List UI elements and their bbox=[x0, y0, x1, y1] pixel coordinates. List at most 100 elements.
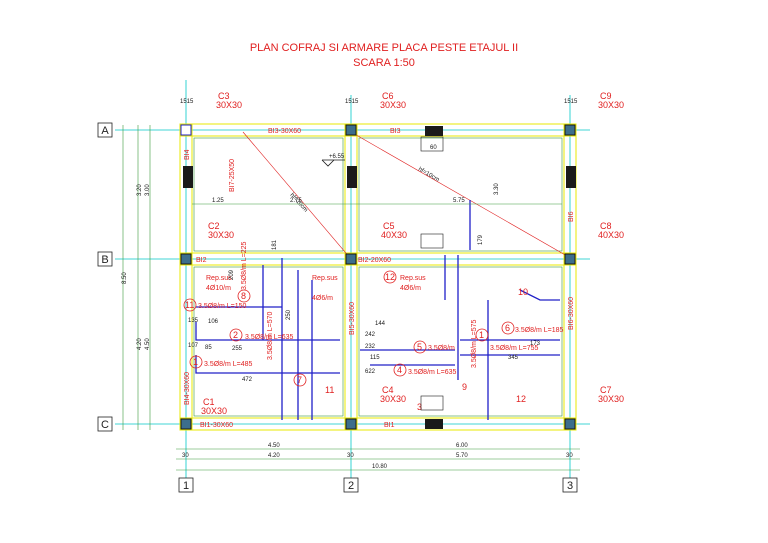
rebar-9-label: 3.5Ø8/m L=575 bbox=[471, 319, 478, 368]
rep3-value: 4Ø6/m bbox=[312, 295, 333, 302]
beam-v2-mid: BI5-30X60 bbox=[349, 302, 356, 335]
rep2-value: 4Ø6/m bbox=[400, 285, 421, 292]
rebar-10-num: 10 bbox=[518, 287, 528, 297]
axis-a-label: A bbox=[101, 125, 109, 137]
rebar-1-label: 3.5Ø8/m L=485 bbox=[204, 361, 253, 368]
dim-top-h3: 1515 bbox=[564, 99, 578, 105]
opening-outline bbox=[420, 136, 444, 411]
len-472: 472 bbox=[242, 377, 253, 383]
len-144: 144 bbox=[375, 321, 386, 327]
len-107: 107 bbox=[188, 343, 199, 349]
rebar-2-label: 3.5Ø8/m L=635 bbox=[245, 334, 294, 341]
column-c7-name: C7 bbox=[600, 385, 612, 395]
rebar-3-num: 3 bbox=[417, 402, 422, 412]
rep1-title: Rep.sus bbox=[206, 275, 232, 282]
dim-top-d2: 2.75 bbox=[290, 198, 302, 204]
rep3-title: Rep.sus bbox=[312, 275, 338, 282]
rebar-12b-num: 12 bbox=[516, 394, 526, 404]
rebar-4-label: 3.5Ø8/m L=635 bbox=[408, 369, 457, 376]
len-345: 345 bbox=[508, 355, 519, 361]
column-c2-name: C2 bbox=[208, 221, 220, 231]
len-60: 60 bbox=[430, 145, 437, 151]
axis-1-label: 1 bbox=[183, 480, 189, 492]
beam-c-left: BI1-30X60 bbox=[200, 422, 233, 429]
column-c8-size: 40X30 bbox=[598, 230, 624, 240]
beam-v1-bot: BI4-30X60 bbox=[184, 372, 191, 405]
column-c2-size: 30X30 bbox=[208, 230, 234, 240]
rep1-value: 4Ø10/m bbox=[206, 285, 231, 292]
rebar-4-num: 4 bbox=[397, 365, 402, 375]
dim-c3: 30 bbox=[566, 453, 573, 459]
beam-v3-bot: BI6-30X60 bbox=[568, 297, 575, 330]
len-106: 106 bbox=[208, 319, 219, 325]
beam-v3-top: BI6 bbox=[568, 211, 575, 222]
rebar-lines bbox=[195, 200, 560, 420]
axis-b-label: B bbox=[101, 254, 108, 266]
column-c6-name: C6 bbox=[382, 91, 394, 101]
len-173: 173 bbox=[530, 341, 541, 347]
rebar-11-label: 3.5Ø8/m L=150 bbox=[198, 303, 247, 310]
rebar-7-label: 3.5Ø8/m L=570 bbox=[267, 311, 274, 360]
left-dimension-lines bbox=[122, 125, 151, 430]
column-c4-size: 30X30 bbox=[380, 394, 406, 404]
beam-a-left: BI3-30X60 bbox=[268, 128, 301, 135]
rebar-9-num: 9 bbox=[462, 382, 467, 392]
rebar-markers bbox=[183, 270, 515, 387]
rebar-1b-num: 1 bbox=[479, 330, 484, 340]
rebar-8-label: 3.5Ø8/m L=225 bbox=[241, 241, 248, 290]
column-c6-size: 30X30 bbox=[380, 100, 406, 110]
dim-span2-clear: 5.70 bbox=[456, 453, 468, 459]
column-squares bbox=[180, 124, 576, 430]
dim-total: 10.80 bbox=[372, 464, 388, 470]
hf-lines bbox=[242, 131, 568, 260]
column-c1-name: C1 bbox=[203, 397, 215, 407]
rebar-7-num: 7 bbox=[297, 375, 302, 385]
dim-top-h1: 1515 bbox=[180, 99, 194, 105]
dim-span1-clear: 4.20 bbox=[268, 453, 280, 459]
drawing-title: PLAN COFRAJ SI ARMARE PLACA PESTE ETAJUL… bbox=[250, 42, 518, 54]
openings bbox=[183, 126, 576, 429]
column-c7-size: 30X30 bbox=[598, 394, 624, 404]
bottom-dimension-lines bbox=[176, 448, 580, 471]
dim-bc-axis: 4.20 bbox=[137, 338, 143, 350]
column-c8-name: C8 bbox=[600, 221, 612, 231]
column-c5-size: 40X30 bbox=[381, 230, 407, 240]
rebar-11b-num: 11 bbox=[325, 385, 334, 395]
axis-3-label: 3 bbox=[567, 480, 573, 492]
len-255: 255 bbox=[232, 346, 243, 352]
len-209: 209 bbox=[229, 269, 235, 280]
rep2-title: Rep.sus bbox=[400, 275, 426, 282]
rebar-6-num: 6 bbox=[505, 323, 510, 333]
dim-c1: 30 bbox=[182, 453, 189, 459]
dim-top-d1: 1.25 bbox=[212, 198, 224, 204]
dim-top-d4: 3.30 bbox=[494, 183, 500, 195]
dim-top-d3: 5.75 bbox=[453, 198, 465, 204]
column-labels: C3 30X30 C6 30X30 C9 30X30 C2 30X30 C5 4… bbox=[201, 91, 624, 416]
axis-2-label: 2 bbox=[348, 480, 354, 492]
level-value: +6.55 bbox=[329, 154, 345, 160]
beam-v1-top: BI4 bbox=[184, 149, 191, 160]
column-c9-size: 30X30 bbox=[598, 100, 624, 110]
axis-bubbles bbox=[97, 122, 578, 493]
column-c5-name: C5 bbox=[383, 221, 395, 231]
dim-span1-axis: 4.50 bbox=[268, 443, 280, 449]
column-c1-size: 30X30 bbox=[201, 406, 227, 416]
slab-outlines bbox=[193, 137, 563, 417]
rebar-8-num: 8 bbox=[241, 291, 246, 301]
rebar-1b-label: 3.5Ø8/m L=755 bbox=[490, 345, 539, 352]
beam-v-extra: BI7-25X50 bbox=[229, 159, 236, 192]
dim-span2-axis: 6.00 bbox=[456, 443, 468, 449]
rebar-1-num: 1 bbox=[193, 357, 198, 367]
len-250: 250 bbox=[286, 309, 292, 320]
dim-ab-clear: 3.00 bbox=[145, 184, 151, 196]
column-c4-name: C4 bbox=[382, 385, 394, 395]
rebar-11-num: 11 bbox=[185, 300, 194, 310]
column-c3-size: 30X30 bbox=[216, 100, 242, 110]
len-232: 232 bbox=[365, 344, 376, 350]
dim-ab-axis: 3.20 bbox=[137, 184, 143, 196]
len-135: 135 bbox=[188, 318, 199, 324]
rebar-2-num: 2 bbox=[233, 330, 238, 340]
len-85: 85 bbox=[205, 345, 212, 351]
len-181: 181 bbox=[272, 239, 278, 250]
